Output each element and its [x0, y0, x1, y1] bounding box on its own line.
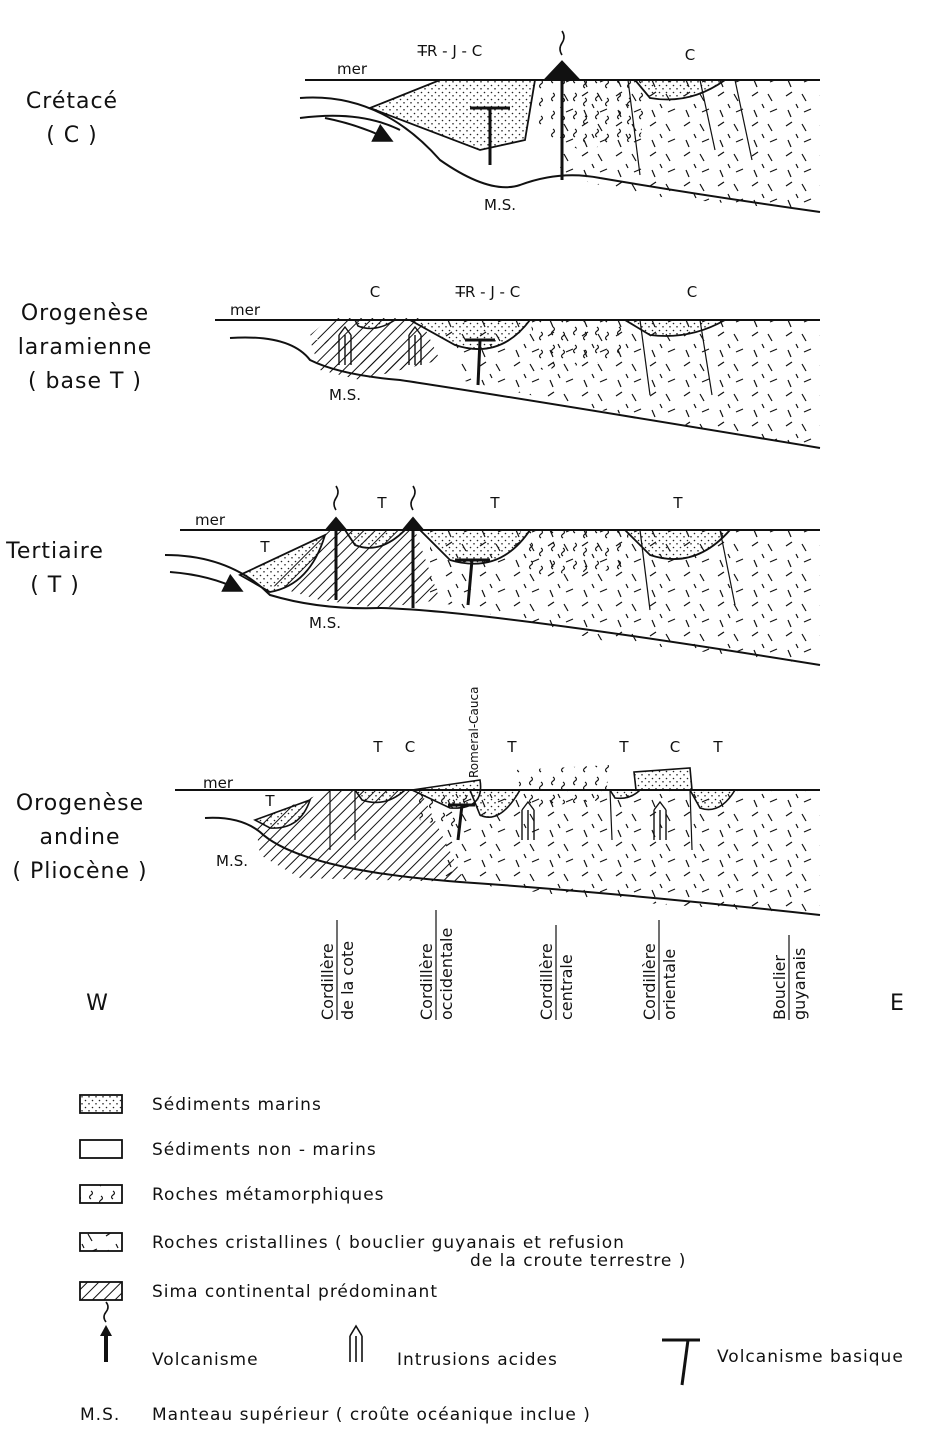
svg-text:guyanais: guyanais — [790, 948, 809, 1020]
sediment-label: T̶R - J - C — [455, 283, 520, 301]
mantle-label: M.S. — [329, 386, 361, 404]
volcanism-icon — [104, 1302, 108, 1322]
rotated-label-romeral-cauca: Romeral-Cauca — [467, 687, 481, 778]
era-title-line: ( base T ) — [28, 369, 142, 394]
svg-text:Bouclier: Bouclier — [770, 955, 789, 1020]
metamorphic-body — [520, 530, 630, 575]
svg-text:orientale: orientale — [660, 949, 679, 1020]
svg-text:de la cote: de la cote — [338, 941, 357, 1020]
era-title-line: ( T ) — [30, 573, 80, 598]
volcanism-icon — [560, 31, 564, 55]
mantle-label: M.S. — [309, 614, 341, 632]
acid-intrusion-icon — [350, 1326, 362, 1362]
range-label: Bouclier guyanais — [770, 935, 809, 1020]
sediment-label: T — [372, 738, 383, 756]
mantle-label: M.S. — [216, 852, 248, 870]
svg-text:centrale: centrale — [557, 954, 576, 1020]
svg-text:Cordillère: Cordillère — [318, 943, 337, 1020]
sea-label: mer — [203, 774, 234, 792]
range-label: Cordillère centrale — [537, 925, 576, 1020]
legend-swatch-sima — [80, 1282, 122, 1300]
sediment-label: T — [489, 494, 500, 512]
legend-label: Sédiments marins — [152, 1095, 322, 1115]
legend-label: Sima continental prédominant — [152, 1282, 438, 1302]
legend-swatch-nonmarine — [80, 1140, 122, 1158]
legend-label: Roches métamorphiques — [152, 1185, 385, 1205]
era-title-line: laramienne — [18, 335, 153, 360]
volcanism-icon — [334, 486, 338, 510]
legend-label: M.S. — [80, 1405, 120, 1425]
sea-label: mer — [337, 60, 368, 78]
sediment-label: T — [259, 538, 270, 556]
sediment-label: C — [370, 283, 380, 301]
svg-text:Cordillère: Cordillère — [537, 943, 556, 1020]
legend-label: Manteau supérieur ( croûte océanique inc… — [152, 1405, 591, 1425]
west-label: W — [86, 991, 108, 1016]
era-title-line: Tertiaire — [5, 539, 104, 564]
legend-label: Volcanisme — [152, 1350, 259, 1370]
sediment-label: C — [685, 46, 695, 64]
range-label: Cordillère de la cote — [318, 920, 357, 1020]
era-title-line: Crétacé — [26, 89, 118, 114]
sediment-label: T — [672, 494, 683, 512]
legend-label: Intrusions acides — [397, 1350, 558, 1370]
sediment-label: T — [712, 738, 723, 756]
era-title-line: ( C ) — [46, 123, 98, 148]
volcanism-icon — [411, 486, 415, 510]
legend-label: Volcanisme basique — [717, 1347, 904, 1367]
legend-swatch-marine — [80, 1095, 122, 1113]
legend-label: Roches cristallines ( bouclier guyanais … — [152, 1233, 625, 1253]
sediment-label: T — [506, 738, 517, 756]
legend-label: de la croute terrestre ) — [470, 1251, 686, 1271]
svg-text:Cordillère: Cordillère — [417, 943, 436, 1020]
sediment-label: T — [376, 494, 387, 512]
legend: Sédiments marins Sédiments non - marins … — [80, 1095, 904, 1425]
range-label: Cordillère occidentale — [417, 910, 456, 1020]
section-andine: Orogenèse andine ( Pliocène ) mer T T C … — [12, 687, 820, 915]
sediment-label: C — [670, 738, 680, 756]
sediment-label: T — [618, 738, 629, 756]
sea-label: mer — [195, 511, 226, 529]
sediment-label: T — [264, 792, 275, 810]
legend-swatch-metamorphic — [80, 1185, 122, 1203]
sediment-label: T̶R - J - C — [417, 42, 482, 60]
era-title-line: andine — [40, 825, 121, 850]
section-tertiaire: Tertiaire ( T ) mer T T T T M.S. — [5, 486, 820, 665]
era-title-line: ( Pliocène ) — [12, 859, 147, 884]
range-label: Cordillère orientale — [640, 920, 679, 1020]
sediment-label: C — [405, 738, 415, 756]
era-title-line: Orogenèse — [21, 301, 149, 326]
sediment-label: C — [687, 283, 697, 301]
section-laramienne: Orogenèse laramienne ( base T ) mer C T̶… — [18, 283, 820, 448]
sea-label: mer — [230, 301, 261, 319]
svg-text:occidentale: occidentale — [437, 928, 456, 1020]
legend-label: Sédiments non - marins — [152, 1140, 377, 1160]
marine-sediment — [370, 80, 535, 150]
slab-line — [300, 116, 400, 130]
era-title-line: Orogenèse — [16, 791, 144, 816]
subduction-arrow — [170, 572, 240, 590]
east-label: E — [890, 991, 904, 1016]
range-labels: Cordillère de la cote Cordillère occiden… — [318, 910, 809, 1020]
legend-swatch-crystalline — [80, 1233, 122, 1251]
mantle-label: M.S. — [484, 196, 516, 214]
section-cretace: Crétacé ( C ) mer T̶R - J - C C M.S. — [26, 31, 820, 214]
svg-text:Cordillère: Cordillère — [640, 943, 659, 1020]
